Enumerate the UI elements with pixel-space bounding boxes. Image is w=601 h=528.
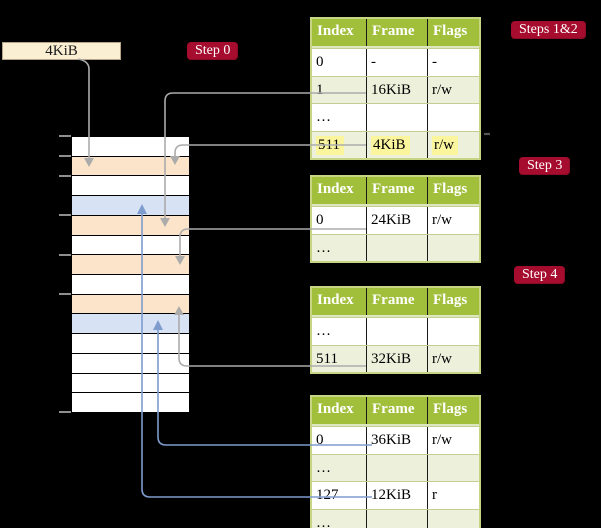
cell-frame: 16KiB (366, 76, 427, 103)
badge-step-0: Step 0 (187, 42, 239, 60)
highlight: 511 (316, 135, 344, 155)
column-header-frame: Frame (366, 19, 427, 46)
column-header-index: Index (317, 401, 354, 417)
memory-frame-row (72, 393, 189, 413)
cell-index: 0 (316, 54, 324, 70)
cell-index: 511 (312, 132, 366, 159)
cell-flags: r/w (427, 131, 479, 158)
table-row: … (312, 453, 479, 481)
table-row: 1 16KiB r/w (312, 75, 479, 103)
cell-frame (366, 509, 427, 528)
page-table-step3: Index Frame Flags 0 24KiB r/w … (310, 175, 481, 263)
page-table-bottom: Index Frame Flags 0 36KiB r/w … 127 12Ki… (310, 395, 481, 528)
column-header-frame: Frame (366, 177, 427, 204)
memory-tick (59, 214, 71, 216)
cell-flags: r/w (427, 427, 479, 454)
cell-frame: 4KiB (366, 131, 427, 158)
column-header-flags: Flags (427, 397, 479, 424)
cell-index: 0 (316, 212, 324, 228)
table-row: 0 - - (312, 48, 479, 76)
cell-flags: r (427, 482, 479, 509)
column-header-index: Index (317, 181, 354, 197)
cell-frame (366, 104, 427, 131)
memory-tick (59, 175, 71, 177)
memory-frame-row (72, 334, 189, 354)
memory-frame-row (72, 215, 189, 236)
cell-index: … (316, 514, 331, 528)
cell-flags (427, 318, 479, 345)
cell-frame: 24KiB (366, 207, 427, 234)
column-header-frame: Frame (366, 288, 427, 315)
table-row-highlighted: 511 4KiB r/w (312, 130, 479, 159)
cell-flags: r/w (427, 76, 479, 103)
page-table-level2: Index Frame Flags 0 - - 1 16KiB r/w … 51… (310, 17, 481, 160)
memory-tick (59, 135, 71, 137)
cell-index: 127 (316, 487, 339, 503)
cell-flags (427, 234, 479, 261)
cell-flags (427, 104, 479, 131)
badge-steps-1-2: Steps 1&2 (511, 21, 586, 39)
column-header-index: Index (317, 23, 354, 39)
column-header-flags: Flags (427, 177, 479, 204)
cell-flags: r/w (427, 207, 479, 234)
memory-tick (59, 411, 71, 413)
table-row: 127 12KiB r (312, 481, 479, 509)
memory-frame-row (72, 314, 189, 335)
cell-index: … (316, 459, 331, 476)
page-table-step4: Index Frame Flags … 511 32KiB r/w (310, 286, 481, 374)
cell-index: 1 (316, 81, 324, 98)
memory-frame-row (72, 176, 189, 197)
cell-frame: 32KiB (366, 345, 427, 372)
cell-frame: 12KiB (366, 482, 427, 509)
table-row: … (312, 317, 479, 345)
memory-tick (59, 254, 71, 256)
cell-frame: - (366, 49, 427, 76)
memory-frame-row (72, 156, 189, 177)
memory-frame-row (72, 196, 189, 216)
table-row: … (312, 233, 479, 261)
table-row: 0 36KiB r/w (312, 426, 479, 454)
memory-frame-row (72, 294, 189, 315)
table-header: Index Frame Flags (312, 397, 479, 426)
memory-frame-row (72, 373, 189, 394)
cell-flags: - (427, 49, 479, 76)
cell-index: … (316, 323, 331, 339)
table-header: Index Frame Flags (312, 19, 479, 48)
highlight: 4KiB (371, 135, 410, 155)
cell-frame (366, 234, 427, 261)
memory-frame-row (72, 235, 189, 256)
frame-pointer-box: 4KiB (2, 42, 121, 60)
cell-flags (427, 509, 479, 528)
cell-frame (366, 454, 427, 481)
frame-pointer-label: 4KiB (45, 42, 78, 59)
column-header-flags: Flags (427, 288, 479, 315)
cell-frame: 36KiB (366, 427, 427, 454)
memory-frame-row (72, 275, 189, 295)
table-row: 511 32KiB r/w (312, 344, 479, 372)
cell-flags (427, 454, 479, 481)
table-row: … (312, 103, 479, 131)
physical-memory-column (71, 136, 190, 413)
column-header-flags: Flags (427, 19, 479, 46)
badge-step-3: Step 3 (519, 157, 571, 175)
memory-tick (59, 293, 71, 295)
table-header: Index Frame Flags (312, 288, 479, 317)
table-row: 0 24KiB r/w (312, 206, 479, 234)
cell-index: 511 (316, 350, 338, 367)
badge-step-4: Step 4 (514, 266, 566, 284)
memory-frame-row (72, 353, 189, 374)
cell-index: … (316, 109, 331, 125)
table-header: Index Frame Flags (312, 177, 479, 206)
highlight: r/w (432, 135, 458, 155)
memory-frame-row (72, 255, 189, 276)
cell-index: 0 (316, 432, 324, 448)
cell-index: … (316, 239, 331, 256)
memory-frame-row (72, 137, 189, 157)
memory-tick (59, 155, 71, 157)
table-row: … (312, 508, 479, 528)
cell-frame (366, 318, 427, 345)
cell-flags: r/w (427, 345, 479, 372)
column-header-frame: Frame (366, 397, 427, 424)
column-header-index: Index (317, 292, 354, 308)
